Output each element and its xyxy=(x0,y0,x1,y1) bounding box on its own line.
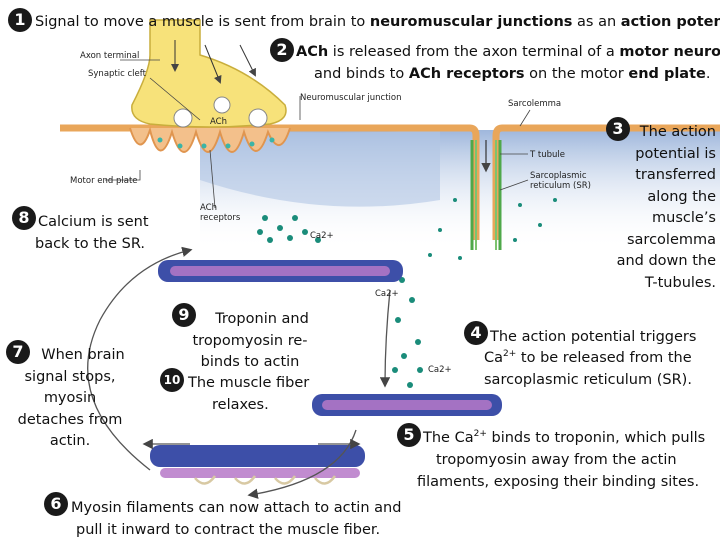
label-ach: ACh xyxy=(210,117,227,127)
label-ach-receptors-1: ACh xyxy=(200,203,217,213)
step-4-ca: Ca xyxy=(484,350,504,366)
sarcoplasm-region xyxy=(200,128,720,250)
step-8-badge: 8 xyxy=(12,206,36,230)
step-7-line-3: myosin xyxy=(43,390,97,406)
myofilament-top xyxy=(158,260,403,282)
step-4-line-3: sarcoplasmic reticulum (SR). xyxy=(484,372,692,388)
step-5-line-2: tropomyosin away from the actin xyxy=(436,452,677,468)
cycle-arrows xyxy=(87,246,391,499)
step-10-badge: 10 xyxy=(160,368,184,392)
step-5-line-3: filaments, exposing their binding sites. xyxy=(417,474,700,490)
step-2-part-g: end plate xyxy=(628,66,706,82)
step-7-line-2: signal stops, xyxy=(24,368,116,385)
step-5-line-1: The Ca2+ binds to troponin, which pulls xyxy=(423,428,705,450)
step-1-part-b: neuromuscular junctions xyxy=(369,14,573,30)
step-5-part-a: The Ca xyxy=(423,430,474,446)
myofilament-right xyxy=(312,394,502,416)
step-10-line-2: relaxes. xyxy=(212,397,269,413)
label-t-tubule: T tubule xyxy=(529,150,565,160)
step-8-line-2: back to the SR. xyxy=(35,236,146,252)
label-nmj: Neuromuscular junction xyxy=(300,93,402,103)
step-10-line-1: The muscle fiber xyxy=(188,375,310,391)
step-2-part-b: is released from the axon terminal of a xyxy=(328,44,620,60)
step-2-line-2: and binds to ACh receptors on the motor … xyxy=(314,64,710,86)
label-motor-end-plate: Motor end plate xyxy=(70,176,138,186)
step-2-part-d: and binds to xyxy=(314,66,409,82)
step-1-part-d: action potential. xyxy=(620,14,720,30)
label-sr-1: Sarcoplasmic xyxy=(530,171,587,181)
step-4-ca-sup: 2+ xyxy=(503,349,517,360)
step-9-line-1: Troponin and xyxy=(215,311,309,327)
step-7-line-4: detaches from xyxy=(17,411,123,428)
step-1-badge: 1 xyxy=(8,8,32,32)
axon-terminal xyxy=(131,19,287,149)
label-ca-1: Ca2+ xyxy=(310,231,334,241)
step-3-line-3: transferred xyxy=(635,167,716,183)
step-4-part-c: to be released from the xyxy=(516,350,692,366)
myofilament-bottom xyxy=(150,445,365,485)
step-2-part-f: on the motor xyxy=(524,66,629,82)
step-2-part-h: . xyxy=(705,66,711,82)
step-1-text: Signal to move a muscle is sent from bra… xyxy=(35,12,720,34)
step-3-line-2: potential is xyxy=(635,145,716,162)
label-axon-terminal: Axon terminal xyxy=(80,51,139,61)
step-9-line-3: binds to actin xyxy=(200,354,300,370)
step-3-badge: 3 xyxy=(606,117,630,141)
step-7-line-5: actin. xyxy=(49,433,91,449)
step-6-badge: 6 xyxy=(44,492,68,516)
calcium-ions xyxy=(257,198,557,388)
step-6-line-1: Myosin filaments can now attach to actin… xyxy=(71,500,402,516)
sarcolemma-membrane xyxy=(60,124,720,250)
diagram-labels: Axon terminal Synaptic cleft Motor end p… xyxy=(70,51,591,375)
step-3-line-1: The action xyxy=(639,124,716,140)
label-sarcolemma: Sarcolemma xyxy=(508,99,561,109)
step-6-line-2: pull it inward to contract the muscle fi… xyxy=(76,522,381,538)
step-3-line-7: and down the xyxy=(616,253,716,269)
step-9-text: Troponin and tropomyosin re- binds to ac… xyxy=(170,309,330,374)
step-3-line-4: along the xyxy=(647,188,716,205)
step-3-line-6: sarcolemma xyxy=(626,231,716,248)
step-7-line-1: When brain xyxy=(41,347,125,363)
step-3-line-8: T-tubules. xyxy=(644,274,716,291)
step-4-line-1: The action potential triggers xyxy=(490,329,697,345)
step-2-line-1: ACh is released from the axon terminal o… xyxy=(296,42,720,64)
step-7-text: When brain signal stops, myosin detaches… xyxy=(8,345,132,453)
step-4-line-2: Ca2+ to be released from the xyxy=(484,348,692,370)
step-5-part-b: binds to troponin, which pulls xyxy=(486,430,706,446)
step-2-part-c: motor neuron xyxy=(619,44,720,60)
label-ca-2: Ca2+ xyxy=(375,289,399,299)
step-9-badge: 9 xyxy=(172,303,196,327)
step-1-part-c: as an xyxy=(572,14,621,30)
label-leader-lines xyxy=(105,59,531,209)
step-5-badge: 5 xyxy=(397,423,421,447)
step-3-line-5: muscle’s xyxy=(652,210,716,226)
step-2-badge: 2 xyxy=(270,38,294,62)
step-5-ca-sup: 2+ xyxy=(473,429,487,440)
step-4-badge: 4 xyxy=(464,321,488,345)
motor-end-plate xyxy=(129,126,291,153)
step-9-line-2: tropomyosin re- xyxy=(192,332,308,349)
step-2-part-a: ACh xyxy=(296,44,329,60)
step-1-part-a: Signal to move a muscle is sent from bra… xyxy=(35,14,370,30)
step-7-badge: 7 xyxy=(6,340,30,364)
label-ach-receptors-2: receptors xyxy=(200,213,241,223)
label-ca-3: Ca2+ xyxy=(428,365,452,375)
step-2-part-e: ACh receptors xyxy=(408,66,525,82)
step-3-text: The action potential is transferred alon… xyxy=(606,122,716,294)
label-sr-2: reticulum (SR) xyxy=(530,181,591,191)
label-synaptic-cleft: Synaptic cleft xyxy=(88,69,147,79)
step-8-line-1: Calcium is sent xyxy=(38,214,149,230)
